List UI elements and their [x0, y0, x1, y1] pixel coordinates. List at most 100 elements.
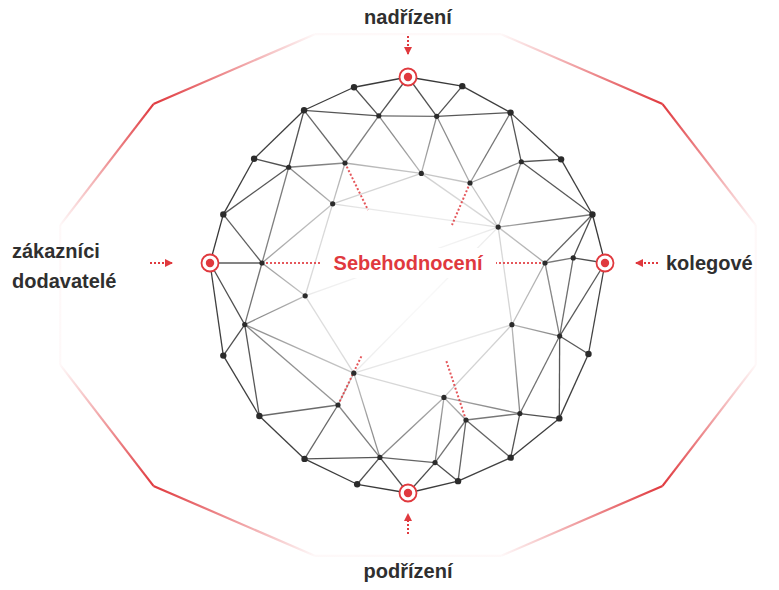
mesh-edge [304, 110, 379, 116]
mesh-dot [342, 160, 347, 165]
outer-edge [663, 104, 756, 225]
outer-edge [755, 225, 757, 365]
outer-edge [501, 486, 662, 556]
mesh-dot [441, 395, 446, 400]
outer-edge [153, 486, 314, 556]
mesh-edge [259, 416, 304, 459]
mesh-dot [256, 413, 262, 419]
mesh-edge [520, 414, 559, 419]
mesh-dots [220, 83, 596, 488]
target-dot [400, 69, 417, 86]
mesh-edge [245, 325, 260, 416]
arrow [636, 262, 658, 264]
input-arrows [150, 36, 658, 534]
mesh-dot [434, 114, 439, 119]
ray [496, 262, 545, 264]
mesh-dot [419, 171, 424, 176]
mesh-edge [304, 87, 354, 110]
ray [262, 262, 322, 264]
mesh-edge [380, 457, 435, 462]
mesh-edge [511, 113, 522, 162]
outer-edge [153, 34, 314, 104]
mesh-dot [376, 113, 381, 118]
mesh-edge [437, 113, 511, 117]
mesh-dot [571, 255, 576, 260]
center-fade [258, 135, 558, 435]
mesh-edge [379, 115, 437, 117]
mesh-dot [301, 456, 307, 462]
sphere-mesh [210, 77, 605, 493]
mesh-edge [561, 159, 592, 214]
target-core [601, 259, 609, 267]
top-label: nadřízení [364, 2, 452, 32]
mesh-dot [467, 180, 472, 185]
left-label: zákazníci dodavatelé [12, 236, 142, 296]
target-ring [400, 69, 417, 86]
mesh-edge [462, 86, 510, 112]
mesh-edge [511, 414, 520, 458]
target-core [404, 489, 412, 497]
mesh-edge [223, 167, 288, 214]
mesh-edge [223, 159, 254, 215]
mesh-dot [242, 322, 247, 327]
mesh-dot [259, 260, 264, 265]
mesh-dot [558, 156, 564, 162]
mesh-dot [509, 322, 514, 327]
mesh-edge [521, 159, 561, 161]
arrow [407, 514, 409, 534]
mesh-dot [507, 109, 513, 115]
mesh-edge [466, 420, 511, 458]
arrow [407, 36, 409, 54]
mesh-dot [519, 159, 524, 164]
mesh-edge [435, 463, 458, 482]
outer-edge [315, 555, 501, 557]
mesh-edge [223, 214, 262, 263]
outer-edge [663, 365, 756, 486]
outer-edge [60, 104, 153, 225]
mesh-edge [559, 336, 561, 418]
target-ring [400, 485, 417, 502]
ray [446, 360, 466, 420]
mesh-dot [463, 417, 468, 422]
target-ring [597, 255, 614, 272]
mesh-dot [432, 460, 437, 465]
center-label: Sebehodnocení [330, 248, 487, 278]
outer-edge [501, 34, 662, 104]
target-core [404, 73, 412, 81]
mesh-dot [542, 260, 547, 265]
ray [338, 355, 362, 405]
mesh-dot [557, 333, 562, 338]
mesh-dot [303, 293, 308, 298]
mesh-edge [305, 459, 358, 484]
target-dot [597, 255, 614, 272]
mesh-dot [330, 201, 335, 206]
mesh-edge [357, 457, 380, 484]
target-dot [202, 255, 219, 272]
mesh-edge [305, 457, 380, 458]
mesh-edge [560, 263, 605, 336]
mesh-edge [559, 354, 588, 418]
mesh-edge [458, 420, 466, 481]
mesh-dot [220, 211, 226, 217]
outer-edge [60, 365, 153, 486]
outer-edge [315, 33, 501, 35]
ray [345, 163, 368, 210]
mesh-edge [210, 263, 223, 356]
mesh-edge [354, 87, 379, 116]
right-label: kolegové [666, 248, 753, 278]
mesh-dot [377, 455, 382, 460]
mesh-dot [455, 478, 461, 484]
target-ring [202, 255, 219, 272]
arrow [150, 262, 172, 264]
mesh-dot [220, 352, 226, 358]
mesh-dot [556, 415, 562, 421]
mesh-dot [351, 84, 357, 90]
mesh-dot [354, 481, 360, 487]
mesh-edge [458, 458, 511, 482]
target-dot [400, 485, 417, 502]
mesh-edge [254, 159, 289, 168]
mesh-dot [496, 225, 501, 230]
mesh-edge [210, 263, 245, 325]
mesh-edge [223, 325, 244, 356]
